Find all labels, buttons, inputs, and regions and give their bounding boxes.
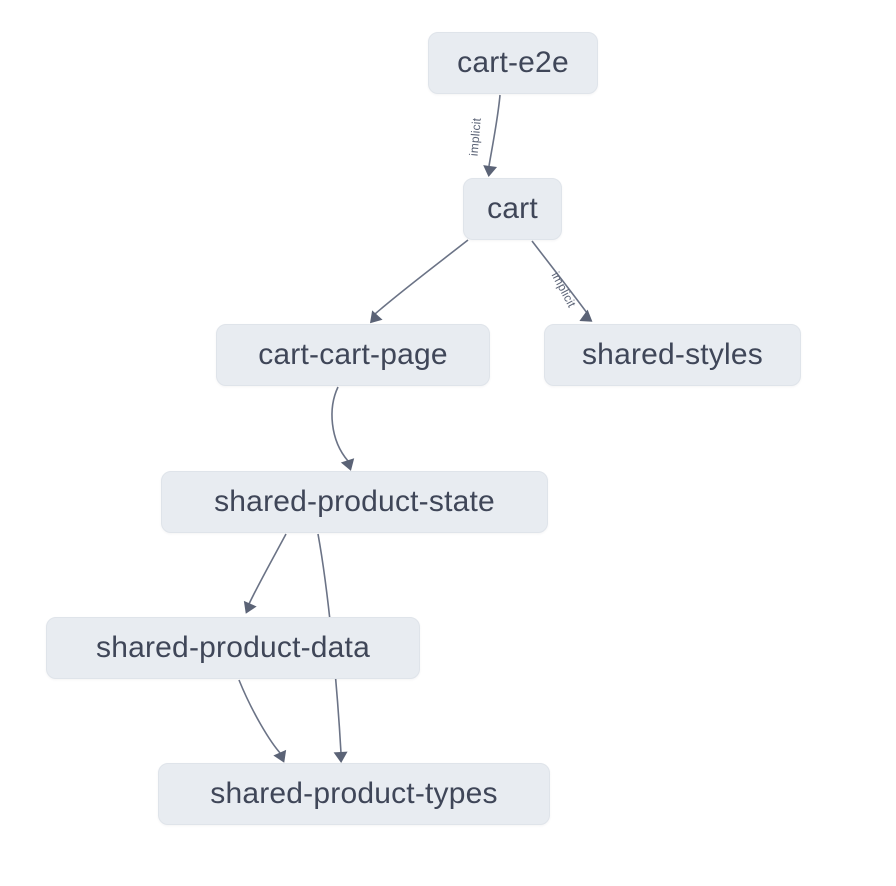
edge-label: implicit — [467, 117, 484, 157]
edge-arrowhead — [333, 751, 348, 763]
graph-node-label: shared-styles — [581, 338, 763, 371]
graph-node-shared-product-data[interactable]: shared-product-data — [46, 617, 420, 679]
graph-node-cart[interactable]: cart — [463, 178, 562, 240]
edge-arrowhead — [483, 165, 498, 177]
graph-edge — [238, 679, 282, 755]
graph-node-label: shared-product-state — [214, 485, 495, 518]
graph-node-label: cart-e2e — [457, 46, 569, 79]
graph-edge — [248, 533, 287, 605]
graph-edge — [331, 386, 349, 462]
graph-node-label: cart — [487, 192, 538, 225]
edge-label: implicit — [549, 269, 580, 310]
graph-node-shared-styles[interactable]: shared-styles — [544, 324, 801, 386]
graph-node-cart-e2e[interactable]: cart-e2e — [428, 32, 598, 94]
graph-node-label: shared-product-data — [96, 631, 370, 664]
edge-arrowhead — [243, 600, 257, 614]
graph-edge — [531, 240, 588, 314]
graph-node-label: shared-product-types — [210, 777, 498, 810]
graph-edge — [374, 239, 469, 315]
graph-node-cart-cart-page[interactable]: cart-cart-page — [216, 324, 490, 386]
graph-edge — [488, 94, 501, 167]
graph-node-shared-product-state[interactable]: shared-product-state — [161, 471, 548, 533]
graph-node-shared-product-types[interactable]: shared-product-types — [158, 763, 550, 825]
graph-node-label: cart-cart-page — [258, 338, 448, 371]
